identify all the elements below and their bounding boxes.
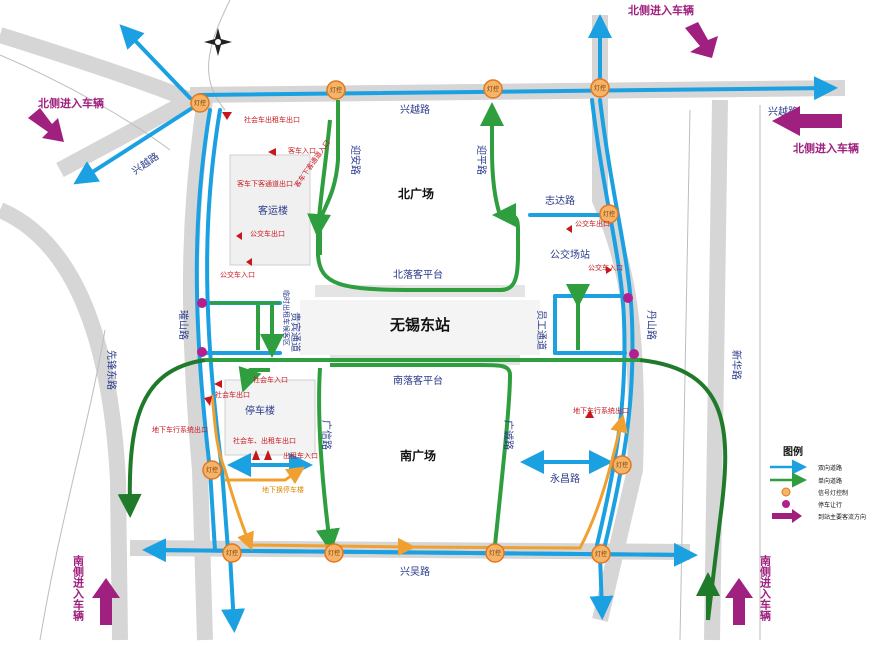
annotation-bus-entrance-right: 公交车入口 <box>588 263 623 272</box>
signal-label: 灯控 <box>616 461 628 469</box>
annotation-social-exit: 社会车出口 <box>215 390 250 399</box>
entry-arrow-north-top <box>685 22 718 58</box>
underground-parking-label: 地下换停车楼 <box>262 485 304 494</box>
signal-node-danshan-north: 灯控 <box>590 78 610 98</box>
entry-arrow-north-right <box>772 106 842 136</box>
signal-node-xingyue-west: 灯控 <box>190 93 210 113</box>
road-label-xingwu: 兴吴路 <box>400 565 430 578</box>
road-label-xinhua: 新华路 <box>730 350 743 380</box>
legend-stop-yield: 停车让行 <box>818 501 842 509</box>
signal-nodes: 灯控 灯控 灯控 灯控 灯控 灯控 灯控 灯控 灯控 灯控 灯控 <box>190 78 632 564</box>
annotation-coach-entrance: 客车入口 <box>288 146 316 155</box>
annotation-bus-exit-left: 公交车出口 <box>250 229 285 238</box>
legend: 图例 双向道路 单向道路 信号灯控制 停车让行 到站主要客流方向 <box>770 445 866 523</box>
annotation-social-taxi-exit: 社会车、出租车出口 <box>233 436 296 445</box>
staff-channel-label: 员工通道 <box>535 310 548 350</box>
signal-node-xingwu-west: 灯控 <box>222 543 242 563</box>
legend-two-way: 双向道路 <box>818 464 842 472</box>
entry-label-north-right: 北侧进入车辆 <box>793 141 859 155</box>
legend-main-flow: 到站主要客流方向 <box>818 513 866 521</box>
taxi-waiting-label: 临时出租车候客区 <box>282 290 291 346</box>
road-label-guangxin: 广信路 <box>320 420 333 450</box>
entry-arrow-north-left <box>28 108 64 142</box>
entry-label-north-left: 北侧进入车辆 <box>38 96 104 110</box>
signal-label: 灯控 <box>489 549 501 557</box>
road-label-danshan: 丹山路 <box>645 310 658 340</box>
road-label-xingyue-top: 兴越路 <box>400 103 430 116</box>
bus-terminal-label: 公交场站 <box>550 248 590 261</box>
signal-label: 灯控 <box>603 210 615 218</box>
signal-node-yongchang: 灯控 <box>612 455 632 475</box>
station-label: 无锡东站 <box>389 316 450 334</box>
signal-node-yingan: 灯控 <box>326 80 346 100</box>
entry-label-south-right: 南侧进入车辆 <box>759 554 772 622</box>
stop-yield-marker <box>197 298 207 308</box>
parking-building-block <box>224 379 316 456</box>
entry-arrows <box>28 22 842 625</box>
outer-ring-road <box>117 358 728 621</box>
road-label-xingyue-left: 兴越路 <box>129 150 161 178</box>
entry-arrow-south-right <box>725 578 753 625</box>
signal-node-zhida: 灯控 <box>599 204 619 224</box>
road-label-yingan: 迎安路 <box>349 145 362 175</box>
entry-label-south-left: 南侧进入车辆 <box>72 554 85 622</box>
annotation-bus-entrance-left: 公交车入口 <box>220 270 255 279</box>
signal-label: 灯控 <box>330 86 342 94</box>
annotation-underground-exit-left: 地下车行系统出口 <box>152 425 208 434</box>
coach-building-label: 客运楼 <box>258 204 288 217</box>
signal-label: 灯控 <box>487 85 499 93</box>
signal-label: 灯控 <box>594 84 606 92</box>
signal-node-yingping: 灯控 <box>483 79 503 99</box>
road-label-zhida: 志达路 <box>545 194 575 207</box>
stop-yield-marker <box>623 293 633 303</box>
station-body <box>300 300 540 355</box>
annotation-taxi-entrance: 出租车入口 <box>283 451 318 460</box>
signal-node-guangxin: 灯控 <box>324 543 344 563</box>
annotation-bus-exit-right: 公交车出口 <box>575 219 610 228</box>
vip-channel-label: 贵宾通道 <box>289 312 302 352</box>
entry-label-north-top: 北侧进入车辆 <box>628 3 694 17</box>
entry-arrow-south-left <box>92 578 120 625</box>
south-plaza-label: 南广场 <box>400 448 436 463</box>
legend-signal: 信号灯控制 <box>818 489 848 497</box>
signal-label: 灯控 <box>595 550 607 558</box>
parking-building-label: 停车楼 <box>245 404 275 417</box>
south-platform-label: 南落客平台 <box>393 374 443 387</box>
stop-yield-marker <box>197 347 207 357</box>
legend-title: 图例 <box>783 445 803 458</box>
annotation-social-taxi-exit-top: 社会车出租车出口 <box>244 115 300 124</box>
stop-yield-markers <box>197 293 639 359</box>
north-platform-label: 北落客平台 <box>393 268 443 281</box>
road-label-yongchang: 永昌路 <box>550 472 580 485</box>
legend-one-way: 单向道路 <box>818 477 842 485</box>
road-label-xianfeng-east: 先锋东路 <box>105 350 118 390</box>
signal-label: 灯控 <box>328 549 340 557</box>
signal-label: 灯控 <box>226 549 238 557</box>
signal-label: 灯控 <box>206 466 218 474</box>
road-label-cuishan: 璀山路 <box>177 310 190 340</box>
coach-building-block <box>229 154 311 266</box>
annotation-underground-exit-right: 地下车行系统出口 <box>573 406 629 415</box>
signal-node-cuishan-south: 灯控 <box>202 460 222 480</box>
compass-icon <box>204 28 232 56</box>
north-plaza-label: 北广场 <box>398 186 434 201</box>
road-label-yingping: 迎平路 <box>475 145 488 175</box>
red-arrows <box>204 112 612 460</box>
signal-node-guangcheng: 灯控 <box>485 543 505 563</box>
one-way-roads <box>205 100 640 553</box>
signal-label: 灯控 <box>194 99 206 107</box>
annotation-social-entrance: 社会车入口 <box>253 375 288 384</box>
signal-node-xingwu-east: 灯控 <box>591 544 611 564</box>
stop-yield-marker <box>629 349 639 359</box>
annotation-coach-lane-exit: 客车下客通道出口 <box>237 179 293 188</box>
road-label-guangcheng: 广诚路 <box>502 420 515 450</box>
